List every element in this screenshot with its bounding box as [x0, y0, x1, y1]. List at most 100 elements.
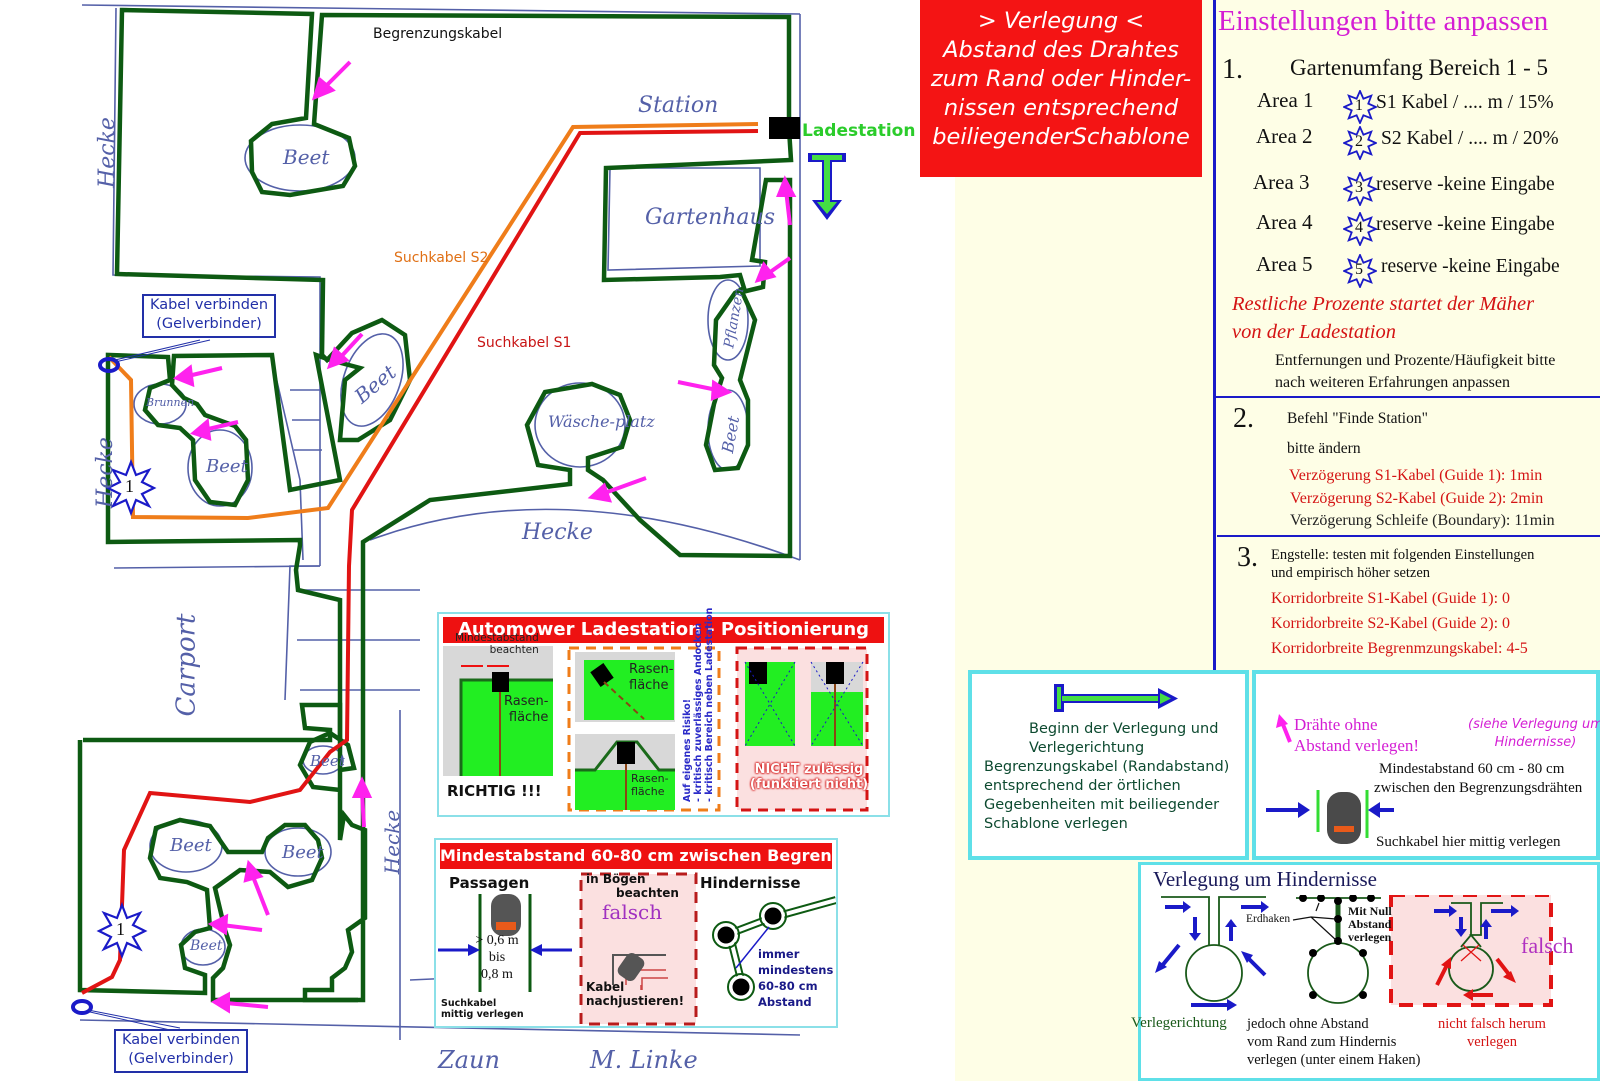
connector-callout-bottom: Kabel verbinden (Gelverbinder) [114, 1029, 248, 1073]
distance-card-title: Mindestabstand 60-80 cm zwischen Begrenz… [440, 843, 832, 869]
area-1-number-top: 1 [125, 476, 134, 496]
corridor-boundary: Korridorbreite Begrenmzungskabel: 4-5 [1271, 640, 1528, 657]
area-setting-text: S1 Kabel / .... m / 15% [1376, 92, 1554, 113]
magenta-arrow-icon [1276, 714, 1292, 743]
area-badge-number: 4 [1355, 219, 1363, 236]
wrong-label: falsch [1521, 933, 1574, 958]
wire-legend-panel: Drähte ohne Abstand verlegen! (siehe Ver… [1252, 670, 1600, 860]
fence-label: Zaun [438, 1046, 500, 1074]
clothes-line-label: Wäsche-platz [548, 412, 655, 431]
area-star-icon [1343, 212, 1377, 246]
settings-panel [1213, 0, 1600, 670]
delay-boundary: Verzögerung Schleife (Boundary): 11min [1290, 512, 1555, 529]
remaining-note: Restliche Prozente startet der Mäher von… [1232, 293, 1535, 343]
obstacle-caption: jedoch ohne Abstand vom Rand zum Hindern… [1247, 1016, 1421, 1068]
distance-card-diagrams [438, 872, 836, 1026]
area-star-icon [1343, 126, 1377, 160]
section-2-number: 2. [1233, 403, 1254, 434]
bed-label-3: Beet [206, 456, 248, 477]
passage-measure: > 0,6 m bis 0,8 m [475, 933, 519, 982]
section-3-number: 3. [1237, 542, 1258, 573]
boundary-cable-label: Begrenzungskabel [373, 26, 503, 42]
section-divider [1217, 535, 1600, 537]
area-setting-text: reserve -keine Eingabe [1376, 174, 1555, 195]
min-distance-note: Mindestabstand 60 cm - 80 cm zwischen de… [1374, 761, 1583, 796]
curves-label: in Bögen beachten [586, 872, 679, 900]
area-1-marker-bottom [96, 901, 148, 960]
callout-line-1: Kabel verbinden [149, 297, 269, 313]
area-1-number-bottom: 1 [116, 919, 125, 939]
see-also-note: (siehe Verlegung um Hindernisse) [1468, 717, 1600, 750]
hedge-label-top: Hecke [94, 117, 120, 188]
no-gap-note: Drähte ohne Abstand verlegen! [1294, 715, 1420, 755]
area-setting-text: S2 Kabel / .... m / 20% [1381, 128, 1559, 149]
not-allowed-label: NICHT zulässig (funktiert nicht) [749, 762, 869, 792]
banner-line: nissen entsprechend [943, 95, 1179, 121]
obstacle-note: immer mindestens 60-80 cm Abstand [758, 947, 834, 1009]
station-card-diagrams [443, 646, 869, 812]
instruction-banner: > Verlegung < Abstand des Drahtes zum Ra… [920, 0, 1202, 177]
area-star-icon [1343, 90, 1377, 124]
carport-label: Carport [171, 613, 202, 717]
bed-label-7: Beet [282, 842, 324, 863]
section-divider [1213, 396, 1600, 398]
callout-line-2: (Gelverbinder) [156, 316, 262, 332]
hint-arrows [172, 60, 797, 1014]
station-positioning-card: Automower Ladestation - Positionierung [437, 608, 890, 817]
obstacles-panel: Verlegung um Hindernisse Verlegerichtung… [1131, 862, 1600, 1081]
start-legend-text: Beginn der Verlegung und Verlegerichtung… [984, 721, 1230, 832]
area-label: Area 4 [1256, 210, 1313, 234]
charging-station-icon [769, 117, 800, 139]
area-badge-number: 2 [1355, 133, 1363, 150]
start-direction-arrow [808, 153, 846, 220]
banner-line: Abstand des Drahtes [943, 37, 1179, 63]
hedge-label-left: Hecke [92, 437, 118, 508]
author-label: M. Linke [590, 1046, 698, 1074]
direction-label: Verlegerichtung [1131, 1015, 1227, 1031]
guide-s2-label: Suchkabel S2 [394, 250, 489, 266]
readjust-label: Kabel nachjustieren! [586, 980, 685, 1008]
lawn-label-3: Rasen-fläche [631, 772, 669, 798]
section-2-sub: bitte ändern [1287, 440, 1361, 457]
callout-line-1: Kabel verbinden [121, 1032, 241, 1048]
lawn-label-1: Rasen-fläche [504, 694, 549, 725]
section-1-number: 1. [1222, 54, 1243, 85]
guide-center-note: Suchkabel hier mittig verlegen [1376, 834, 1561, 850]
area-setting-text: reserve -keine Eingabe [1381, 256, 1560, 277]
wrong-caption: nicht falsch herum verlegen [1438, 1016, 1546, 1050]
obstacles-label: Hindernisse [700, 874, 801, 892]
area-badge-number: 3 [1355, 179, 1363, 196]
lawn-label-2: Rasen-fläche [629, 662, 674, 693]
passages-label: Passagen [449, 874, 530, 892]
garden-house-label: Gartenhaus [645, 205, 775, 230]
banner-line: zum Rand oder Hinder- [930, 66, 1192, 92]
zero-gap-note: Mit Null Abstand verlegen [1348, 904, 1392, 944]
area-label: Area 3 [1253, 170, 1310, 194]
settings-title: Einstellungen bitte anpassen [1218, 5, 1549, 37]
risk-note: Auf eigenes Risiko! - kritisch zuverläss… [682, 607, 715, 802]
bed-label-1: Beet [283, 145, 330, 169]
area-label: Area 5 [1256, 252, 1313, 276]
delay-s1: Verzögerung S1-Kabel (Guide 1): 1min [1289, 467, 1543, 484]
connector-bottom-icon [71, 999, 93, 1015]
guide-cable-s2 [107, 122, 759, 521]
banner-line: > Verlegung < [977, 8, 1145, 34]
min-distance-note: Mindestabstand beachten [455, 632, 539, 656]
hedge-label-right: Hecke [380, 809, 405, 875]
start-arrow-icon [1054, 684, 1178, 712]
passage-note: Suchkabel mittig verlegen [441, 998, 524, 1020]
station-sketch-label: Station [638, 93, 719, 118]
bed-label-8: Beet [190, 938, 223, 954]
area-badge-number: 1 [1355, 97, 1363, 114]
section-3-heading: Engstelle: testen mit folgenden Einstell… [1271, 547, 1535, 581]
charging-station-label: Ladestation [802, 121, 916, 141]
section-2-heading: Befehl "Finde Station" [1287, 410, 1428, 427]
connector-top-icon [98, 357, 120, 373]
banner-line: beiliegenderSchablone [932, 124, 1190, 150]
section-1-heading: Gartenumfang Bereich 1 - 5 [1290, 55, 1549, 80]
guide-cable-s1 [81, 129, 759, 995]
area-star-icon [1343, 172, 1377, 206]
bed-label-6: Beet [170, 835, 212, 856]
mower-icon [1266, 790, 1394, 844]
area-label: Area 2 [1256, 124, 1313, 148]
